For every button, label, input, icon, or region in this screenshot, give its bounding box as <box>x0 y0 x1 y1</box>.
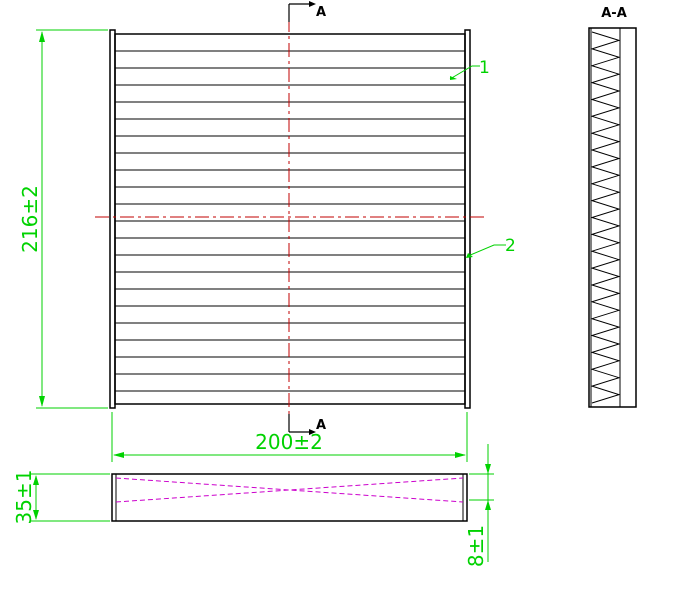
hidden-line <box>115 477 464 503</box>
flange-depth-dimension <box>469 444 494 562</box>
section-label-top: A <box>316 5 326 20</box>
side-view-body <box>111 473 468 522</box>
front-view <box>109 29 471 409</box>
callout-1: 1 <box>449 58 490 80</box>
section-view-title: A-A <box>601 6 627 21</box>
section-marker-bottom: A <box>288 414 326 435</box>
width-dimension-label: 200±2 <box>255 430 323 454</box>
pleat-zigzag <box>590 31 621 404</box>
callout-1-label: 1 <box>479 58 490 78</box>
section-outer-frame <box>588 27 637 408</box>
callout-2: 2 <box>466 236 516 258</box>
height-dimension-label: 216±2 <box>18 185 42 253</box>
filter-body <box>114 33 466 405</box>
pleat-lines <box>115 50 465 392</box>
section-marker-top: A <box>288 1 326 22</box>
frame-depth-dimension <box>30 473 110 522</box>
left-frame-rail <box>109 29 116 409</box>
centerlines <box>95 18 485 420</box>
hidden-line <box>115 477 464 503</box>
side-view <box>111 473 468 522</box>
right-frame-rail <box>464 29 471 409</box>
width-dimension <box>111 412 468 462</box>
section-view-a-a: A-A <box>588 6 637 408</box>
height-dimension <box>36 29 108 409</box>
callout-2-label: 2 <box>505 236 516 256</box>
frame-depth-label: 35±1 <box>12 470 36 525</box>
section-label-bottom: A <box>316 418 326 433</box>
flange-depth-label: 8±1 <box>464 525 488 567</box>
